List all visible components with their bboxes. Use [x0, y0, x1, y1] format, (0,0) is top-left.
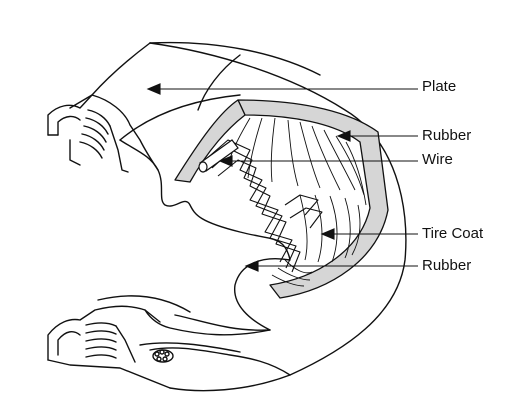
plate-front-face — [119, 94, 241, 141]
upper-bead-inner — [57, 115, 81, 136]
rubber-outer-band — [237, 99, 389, 299]
lower-tire-coat-strip — [149, 347, 291, 376]
rubber-outer-band-top — [174, 99, 246, 183]
upper-bead-side — [109, 125, 129, 173]
plate-inner-rim-line — [149, 41, 321, 76]
upper-bead-outline — [47, 94, 159, 171]
upper-bead-flange — [47, 134, 81, 166]
label-tire-coat: Tire Coat — [422, 225, 484, 242]
label-rubber-inner: Rubber — [422, 257, 472, 274]
lower-bead-coil-5 — [85, 354, 117, 359]
lower-bead-side — [115, 325, 136, 363]
lower-bead-inner — [57, 331, 81, 356]
wire-layer — [204, 139, 323, 273]
lower-bead-coil-4 — [85, 346, 117, 351]
upper-bead-coil-4 — [81, 133, 105, 151]
wire-tube — [198, 139, 239, 173]
label-wire: Wire — [422, 151, 453, 168]
plate-groove-line — [197, 54, 241, 111]
label-plate: Plate — [422, 78, 457, 95]
lower-bead-coil-1 — [85, 322, 117, 327]
upper-bead-coil-1 — [87, 109, 111, 127]
lower-plate-step — [144, 309, 271, 336]
lower-bead-coil-3 — [85, 338, 117, 343]
leader-lines — [146, 83, 418, 272]
plate-top-edge — [69, 42, 151, 109]
upper-bead-coil-5 — [79, 141, 103, 159]
plate-outer-outline — [149, 42, 407, 392]
upper-bead-coil-3 — [83, 125, 107, 143]
label-rubber-outer: Rubber — [422, 127, 472, 144]
lower-bead-coil-2 — [85, 330, 117, 335]
lower-plate-edge — [97, 295, 191, 313]
plate-inner-profile — [119, 139, 291, 331]
upper-bead-coil-2 — [85, 117, 109, 135]
lower-bead-base — [47, 359, 171, 389]
lower-bead-outline — [47, 305, 161, 361]
